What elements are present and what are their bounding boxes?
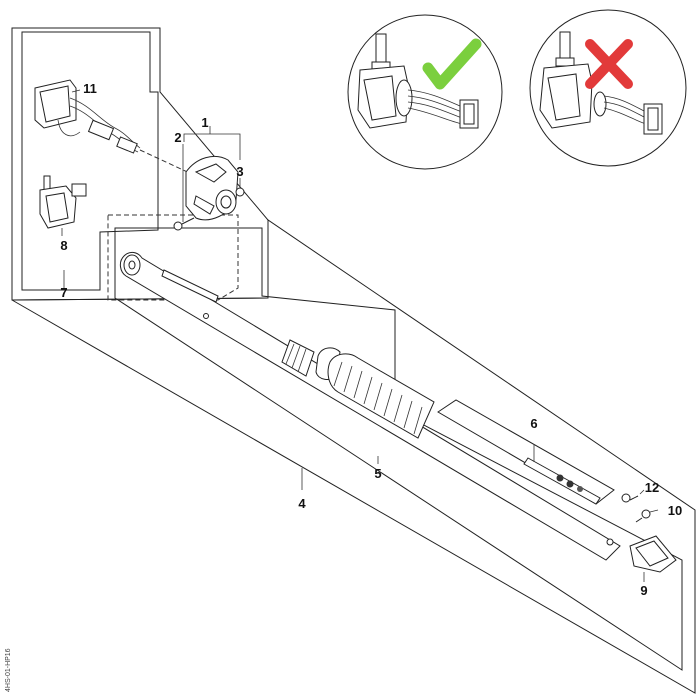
callout-1-bracket [183,133,241,160]
switch-part [39,175,87,229]
end-cap-part-9 [606,535,677,573]
leader-11 [71,89,81,93]
screw-part-12 [621,489,645,503]
checkmark-icon [422,38,482,90]
callout-12: 12 [645,480,659,495]
callout-5: 5 [374,466,381,481]
handle-cover-part [185,156,239,221]
reference-code: 4HS-01-HP16 [5,648,12,692]
callout-3: 3 [236,164,243,179]
screw-part-10 [635,509,659,523]
group-frame-7 [21,31,159,291]
callout-8: 8 [60,238,67,253]
nut-part-3 [235,178,245,197]
inset-correct-assembly [347,14,503,170]
decal-part-6 [437,399,615,505]
callout-6: 6 [530,416,537,431]
callout-9: 9 [640,583,647,598]
group-frame-4-lower [11,219,696,694]
cross-icon [585,39,633,89]
callout-7: 7 [60,285,67,300]
callout-11: 11 [83,81,97,96]
foam-grip-part [327,353,435,439]
callout-2: 2 [174,130,181,145]
callout-4: 4 [298,496,306,511]
inset-incorrect-assembly [529,9,687,167]
callout-10: 10 [668,503,682,518]
cable-harness-part [34,79,197,177]
callout-1: 1 [201,115,208,130]
screw-part-2 [173,144,195,231]
